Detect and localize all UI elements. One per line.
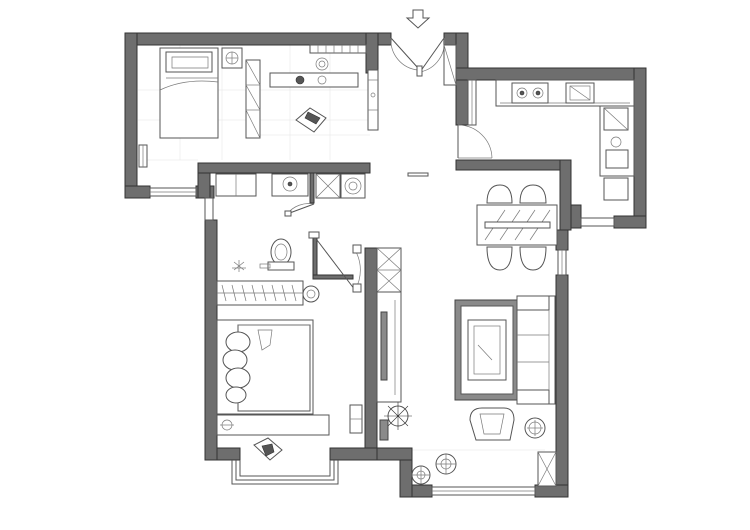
dining-table (476, 204, 558, 246)
sofa (516, 295, 556, 405)
kitchen-door[interactable] (457, 124, 493, 159)
potted-plant (379, 402, 412, 441)
armchair (469, 407, 515, 441)
round-stool (302, 285, 320, 303)
study-chair (295, 107, 327, 133)
balcony-plant-1 (435, 453, 457, 475)
radiator (138, 144, 148, 168)
master-wardrobe (245, 59, 261, 139)
windows (149, 187, 615, 496)
toilet (267, 238, 295, 271)
coffee-table (467, 319, 507, 381)
study-desk (269, 57, 359, 88)
kitchen-sink (565, 82, 595, 104)
shower (232, 260, 271, 272)
nightstand (221, 47, 243, 69)
entry-mat (407, 172, 429, 177)
walls (124, 32, 647, 498)
bedroom-desk (216, 404, 363, 436)
bedroom-door[interactable] (316, 239, 362, 293)
bathroom-vanity (215, 173, 309, 197)
dining-chairs (486, 184, 547, 271)
tv-cabinet (376, 247, 402, 403)
bookshelf (309, 44, 367, 54)
second-bed (216, 319, 314, 415)
master-bed (159, 47, 219, 139)
bedroom-chair (253, 437, 283, 461)
kitchen-shoe-cabinet (443, 44, 477, 126)
balcony-plant-2 (411, 465, 431, 485)
side-table (524, 417, 546, 439)
entry-cabinet (367, 69, 379, 131)
cooktop (511, 82, 549, 104)
bathroom-door[interactable] (284, 203, 320, 239)
balcony-cabinet (537, 451, 557, 487)
fridge (603, 107, 629, 201)
bedroom-wardrobe (216, 280, 304, 306)
entry-door[interactable] (390, 37, 445, 77)
washing-machine (315, 173, 366, 199)
entrance-arrow-icon (405, 9, 431, 29)
